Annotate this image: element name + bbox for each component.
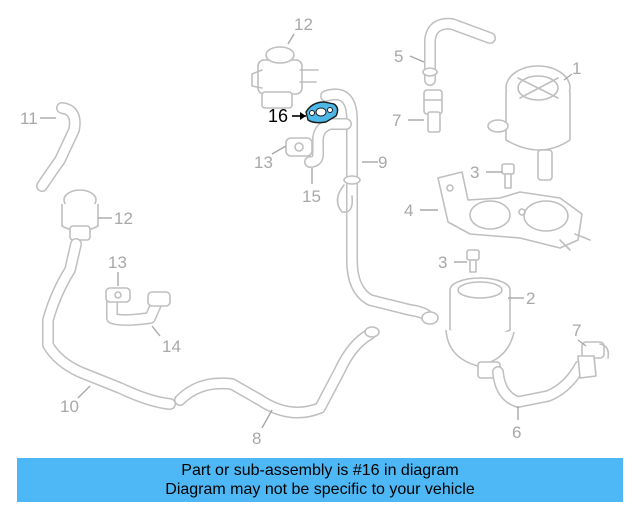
part-2-pump (421, 277, 515, 379)
part-5-hose (422, 17, 496, 86)
svg-text:2: 2 (526, 289, 535, 308)
callout-5: 5 (394, 47, 425, 66)
callout-16: 16 (268, 106, 306, 126)
svg-text:7: 7 (392, 111, 401, 130)
svg-text:13: 13 (108, 253, 127, 272)
info-banner: Part or sub-assembly is #16 in diagram D… (17, 458, 623, 502)
svg-text:12: 12 (294, 15, 313, 34)
part-4-bracket (437, 171, 591, 251)
part-9-hose (320, 88, 436, 324)
callout-7-lower: 7 (572, 321, 587, 347)
callout-13-top: 13 (254, 145, 287, 172)
callout-8: 8 (252, 409, 273, 448)
callout-14: 14 (151, 325, 181, 356)
svg-text:9: 9 (378, 153, 387, 172)
callout-3-lower: 3 (438, 253, 467, 272)
svg-text:12: 12 (114, 209, 133, 228)
callout-13-left: 13 (108, 253, 127, 286)
part-15-pipe (304, 118, 352, 168)
callout-15: 15 (302, 168, 321, 206)
callout-2: 2 (508, 289, 535, 308)
svg-text:10: 10 (60, 397, 79, 416)
svg-text:8: 8 (252, 429, 261, 448)
part-3-screw-lower (466, 249, 480, 273)
callout-7-upper: 7 (392, 111, 424, 130)
part-14-pipe (106, 291, 171, 326)
svg-text:3: 3 (470, 163, 479, 182)
svg-text:14: 14 (162, 337, 181, 356)
svg-text:4: 4 (404, 201, 413, 220)
callout-6: 6 (512, 406, 521, 442)
part-7-valve-lower (577, 341, 610, 379)
callout-11: 11 (20, 109, 56, 128)
callout-1: 1 (563, 59, 581, 81)
part-3-screw-upper (501, 163, 515, 189)
part-8-hose (174, 326, 380, 419)
part-12-left-valve (61, 189, 99, 241)
svg-text:16: 16 (268, 106, 288, 126)
svg-text:7: 7 (572, 321, 581, 340)
part-6-hose (492, 360, 586, 408)
svg-text:15: 15 (302, 187, 321, 206)
callout-12-left: 12 (98, 209, 133, 228)
part-11-hose (36, 102, 81, 192)
part-1-air-pump (487, 65, 571, 181)
callout-10: 10 (60, 385, 91, 416)
callout-12-top: 12 (287, 15, 313, 45)
part-7-valve-upper (423, 89, 443, 133)
part-13-gasket-top (285, 137, 313, 157)
banner-line-2: Diagram may not be specific to your vehi… (165, 481, 475, 498)
svg-text:1: 1 (572, 59, 581, 78)
part-16-gasket (305, 101, 339, 124)
svg-text:5: 5 (394, 47, 403, 66)
callout-9: 9 (362, 153, 387, 172)
banner-line-1: Part or sub-assembly is #16 in diagram (181, 462, 459, 479)
callout-4: 4 (404, 201, 438, 220)
part-13-gasket-left (105, 287, 131, 303)
part-12-top-valve (251, 46, 319, 109)
svg-text:11: 11 (20, 109, 38, 128)
callout-3-upper: 3 (470, 163, 502, 182)
part-10-hose (42, 238, 176, 410)
svg-text:6: 6 (512, 423, 521, 442)
svg-text:3: 3 (438, 253, 447, 272)
svg-text:13: 13 (254, 153, 273, 172)
